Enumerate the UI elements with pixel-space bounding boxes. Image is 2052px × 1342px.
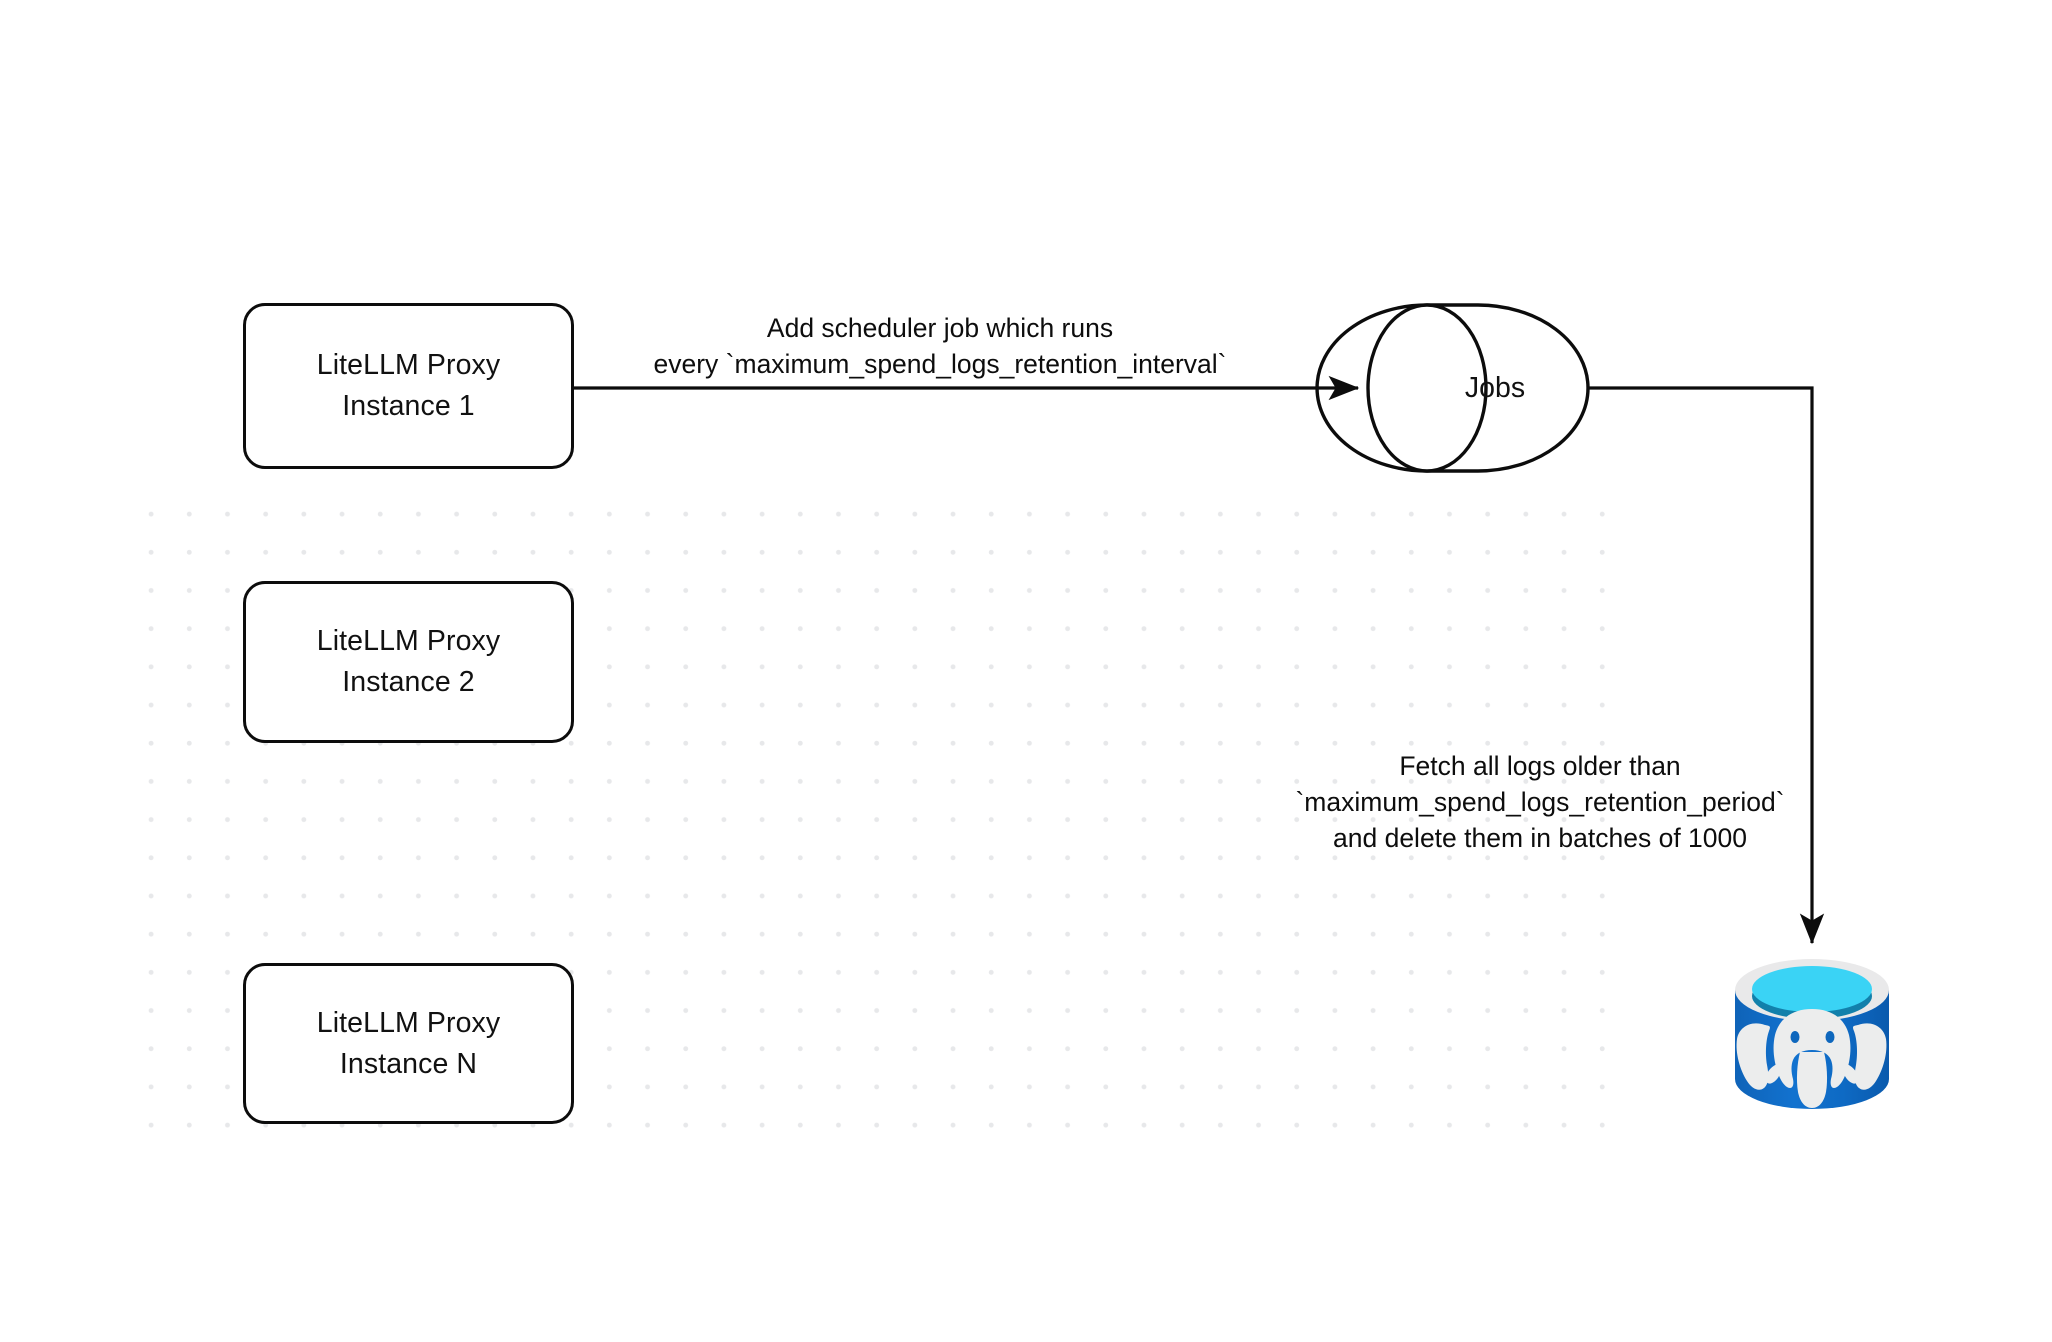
node-litellm-proxy-instance-n[interactable]: LiteLLM Proxy Instance N (243, 963, 574, 1124)
postgresql-database-icon (1735, 959, 1889, 1109)
edge-label-line-2: every `maximum_spend_logs_retention_inte… (653, 349, 1227, 379)
edge-label-add-scheduler-job: Add scheduler job which runs every `maxi… (560, 310, 1320, 382)
node-label-line1: LiteLLM Proxy (316, 349, 501, 381)
edge-label-line-1-tail: job which runs (943, 313, 1114, 343)
edge-label-line-3: and delete them in batches of 1000 (1333, 823, 1747, 853)
edge-label-line-1: Fetch all logs older than (1210, 748, 1870, 784)
node-litellm-proxy-instance-1[interactable]: LiteLLM Proxy Instance 1 (243, 303, 574, 469)
node-label-line2: Instance 2 (342, 666, 475, 698)
node-jobs-label: Jobs (1464, 372, 1526, 404)
elephant-glyph (1736, 1009, 1887, 1108)
edge-jobs-to-database (1588, 386, 1825, 945)
node-label-line1: LiteLLM Proxy (316, 625, 501, 657)
edge-label-highlight: Add scheduler (766, 313, 937, 343)
edge-label-line-1-rest (936, 313, 943, 343)
node-label-line2: Instance 1 (342, 390, 475, 422)
edge-label-fetch-and-delete-logs: Fetch all logs older than `maximum_spend… (1210, 748, 1870, 856)
elephant-eyes (1790, 1031, 1835, 1043)
jobs-cylinder-shape (1315, 303, 1590, 473)
node-label-line2: Instance N (339, 1047, 478, 1080)
edge-label-highlight: Fetch all logs older than (1399, 751, 1681, 781)
edge-label-line-1: Add scheduler job which runs (560, 310, 1320, 346)
node-litellm-proxy-instance-2[interactable]: LiteLLM Proxy Instance 2 (243, 581, 574, 743)
edge-label-line-2: `maximum_spend_logs_retention_period` (1295, 787, 1785, 817)
node-label-line1: LiteLLM Proxy (316, 1006, 501, 1039)
